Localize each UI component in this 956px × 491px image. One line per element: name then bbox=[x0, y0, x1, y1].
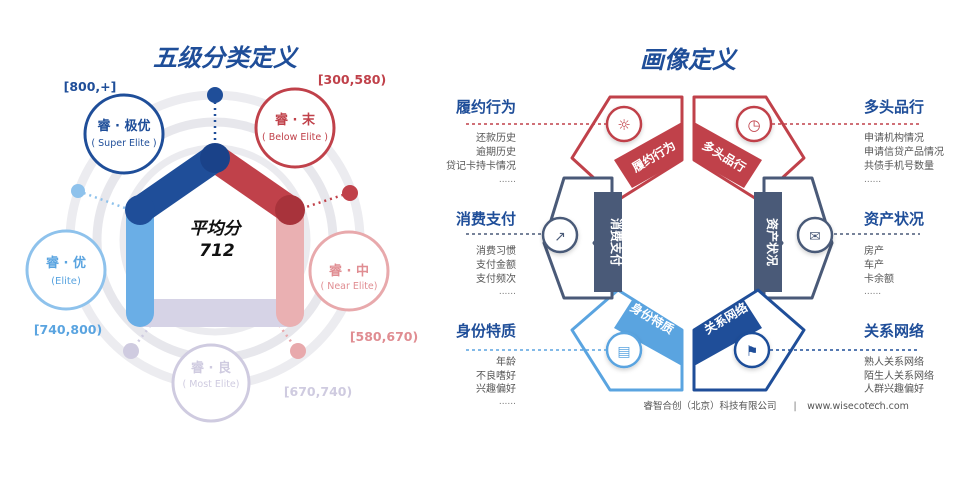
list-item: 逾期历史 bbox=[476, 145, 516, 158]
list-item: 年龄 bbox=[496, 355, 516, 368]
segment-label: 资产状况 bbox=[765, 218, 780, 266]
list-item: 消费习惯 bbox=[476, 244, 516, 257]
tier-range-most-elite: [670,740) bbox=[284, 384, 352, 399]
chart-up-icon: ↗ bbox=[554, 229, 566, 245]
document-icon: ▤ bbox=[617, 344, 630, 360]
pentagon-ribbon bbox=[126, 144, 304, 327]
tier-en: ( Most Elite) bbox=[183, 379, 240, 390]
stopwatch-icon: ◷ bbox=[747, 116, 760, 134]
segment-xiaofei: ↗ 消费支付 bbox=[541, 176, 624, 300]
list-item: 陌生人关系网络 bbox=[864, 369, 934, 382]
segment-shenfen: ▤ 身份特质 bbox=[570, 288, 684, 392]
tier-range-elite: [740,800) bbox=[34, 322, 102, 337]
tier-range-near-elite: [580,670) bbox=[350, 329, 418, 344]
footer-separator: | bbox=[793, 401, 796, 412]
list-item: ...... bbox=[499, 175, 516, 185]
tier-elite: 睿 · 优 (Elite) bbox=[25, 229, 107, 311]
tier-en: ( Super Elite ) bbox=[91, 138, 156, 149]
tier-near-elite: 睿 · 中 ( Near Elite) bbox=[308, 230, 390, 312]
tier-en: ( Near Elite) bbox=[321, 281, 378, 292]
list-shenfen: 身份特质 年龄 不良嗜好 兴趣偏好 ...... bbox=[456, 322, 516, 407]
list-heading: 资产状况 bbox=[864, 210, 924, 228]
list-heading: 履约行为 bbox=[455, 98, 516, 116]
list-item: 申请信贷产品情况 bbox=[864, 145, 944, 158]
list-guanxi: 关系网络 熟人关系网络 陌生人关系网络 人群兴趣偏好 ...... bbox=[864, 322, 934, 407]
list-heading: 多头品行 bbox=[864, 98, 924, 116]
list-item: 申请机构情况 bbox=[864, 131, 924, 144]
list-heading: 消费支付 bbox=[456, 210, 516, 228]
list-zichan: 资产状况 房产 车产 卡余额 ...... bbox=[864, 210, 924, 297]
lightbulb-icon: ☼ bbox=[617, 116, 630, 134]
list-item: 兴趣偏好 bbox=[476, 382, 516, 395]
list-item: 共债手机号数量 bbox=[864, 159, 934, 172]
segment-lvyue: ☼ 履约行为 bbox=[570, 95, 684, 202]
pentagon-joints bbox=[125, 143, 305, 225]
list-heading: 身份特质 bbox=[456, 322, 516, 340]
footer-company: 睿智合创（北京）科技有限公司 bbox=[643, 400, 776, 412]
list-item: 不良嗜好 bbox=[476, 369, 516, 382]
left-title: 五级分类定义 bbox=[153, 44, 299, 72]
list-item: ...... bbox=[499, 287, 516, 297]
tier-name: 睿 · 末 bbox=[275, 112, 316, 128]
list-item: 支付频次 bbox=[476, 272, 516, 285]
chat-bubble-icon: ✉ bbox=[809, 229, 821, 245]
list-item: 车产 bbox=[864, 258, 884, 271]
list-lvyue: 履约行为 还款历史 逾期历史 贷记卡持卡情况 ...... bbox=[446, 98, 516, 185]
list-item: ...... bbox=[499, 397, 516, 407]
list-heading: 关系网络 bbox=[864, 322, 924, 340]
list-item: ...... bbox=[864, 397, 881, 407]
list-duotou: 多头品行 申请机构情况 申请信贷产品情况 共债手机号数量 ...... bbox=[864, 98, 944, 185]
right-title: 画像定义 bbox=[640, 46, 738, 74]
list-item: ...... bbox=[864, 287, 881, 297]
list-item: 人群兴趣偏好 bbox=[864, 382, 924, 395]
segment-label: 消费支付 bbox=[609, 218, 624, 266]
tier-name: 睿 · 极优 bbox=[98, 118, 151, 134]
connector-dots bbox=[71, 87, 358, 359]
tier-super-elite: 睿 · 极优 ( Super Elite ) bbox=[83, 93, 165, 175]
list-xiaofei: 消费支付 消费习惯 支付金额 支付频次 ...... bbox=[456, 210, 516, 297]
list-item: ...... bbox=[864, 175, 881, 185]
list-item: 熟人关系网络 bbox=[864, 355, 924, 368]
center-label: 平均分 bbox=[190, 219, 243, 239]
hexagon-wheel: ☼ 履约行为 ◷ 多头品行 ✉ 资产状况 ⚑ 关系网络 bbox=[541, 95, 834, 392]
tier-range-super-elite: [800,+] bbox=[64, 79, 117, 94]
segment-guanxi: ⚑ 关系网络 bbox=[692, 288, 806, 392]
tier-name: 睿 · 良 bbox=[191, 360, 231, 376]
list-item: 支付金额 bbox=[476, 258, 516, 271]
leader-lines bbox=[466, 123, 920, 351]
tier-most-elite: 睿 · 良 ( Most Elite) bbox=[171, 343, 251, 423]
list-item: 还款历史 bbox=[476, 131, 516, 144]
flag-icon: ⚑ bbox=[746, 344, 759, 360]
footer-url: www.wisecotech.com bbox=[807, 401, 909, 412]
list-item: 卡余额 bbox=[864, 272, 894, 285]
tier-range-below-elite: [300,580) bbox=[318, 72, 386, 87]
list-item: 房产 bbox=[864, 244, 884, 257]
tier-en: (Elite) bbox=[51, 276, 81, 287]
tier-below-elite: 睿 · 末 ( Below Elite ) bbox=[254, 87, 336, 169]
tier-en: ( Below Elite ) bbox=[262, 132, 328, 143]
center-value: 712 bbox=[199, 241, 235, 261]
tier-name: 睿 · 中 bbox=[329, 263, 369, 279]
list-item: 贷记卡持卡情况 bbox=[446, 159, 516, 172]
tier-name: 睿 · 优 bbox=[46, 255, 86, 271]
segment-zichan: ✉ 资产状况 bbox=[754, 176, 834, 300]
